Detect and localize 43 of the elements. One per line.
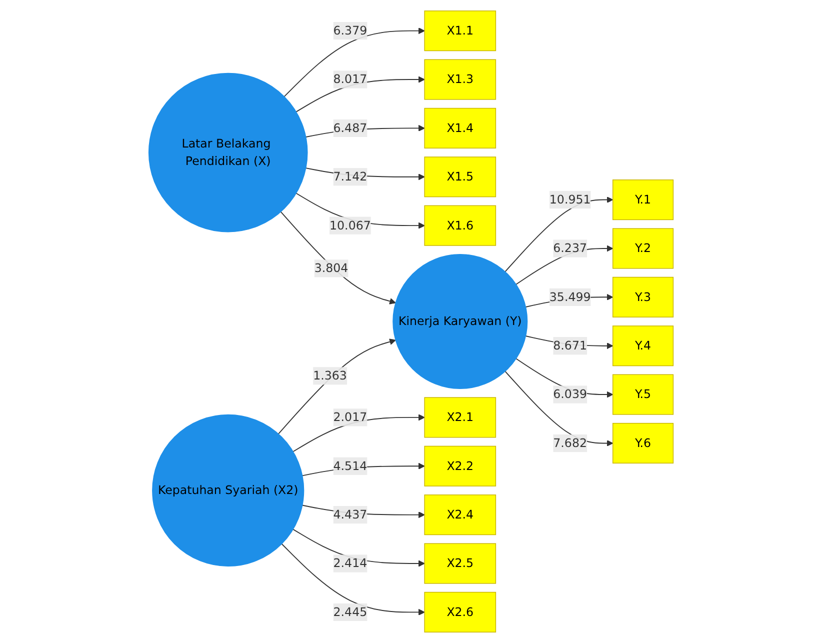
node-circle: Latar Belakang Pendidikan (X) [148,72,308,232]
node-circle: Kepatuhan Syariah (X2) [152,414,304,567]
edge-label: 6.237 [553,241,587,256]
edge-label: 6.487 [333,120,368,135]
edge-label: 6.379 [333,23,368,38]
edge-label: 7.682 [553,436,587,450]
edge-label: 35.499 [549,290,591,304]
arrow [504,370,614,446]
node-box: X1.1 [424,10,496,52]
edge-label: 10.067 [330,218,371,232]
node-box: X2.2 [424,446,496,486]
node-box: Y.5 [612,374,674,415]
arrow [281,543,425,616]
edge-label: 7.142 [333,170,368,184]
node-box: X1.6 [424,205,496,246]
edge-label: 4.437 [333,507,368,522]
edge-label: 3.804 [314,261,348,276]
edge-label: 10.951 [549,192,591,206]
arrow [280,211,396,304]
edge-label: 2.017 [333,410,368,424]
node-box: Y.3 [612,276,674,318]
node-box: X1.5 [424,156,496,198]
node-box: X1.4 [424,108,496,148]
node-box: X1.3 [424,59,496,100]
arrow [278,338,396,434]
arrow [504,196,614,272]
node-box: Y.1 [612,180,674,220]
edge-label: 8.671 [553,338,587,352]
edge-label: 4.514 [333,458,368,473]
edge-label: 2.414 [333,556,368,570]
node-circle: Kinerja Karyawan (Y) [392,254,528,390]
edge-label: 6.039 [553,387,587,402]
node-box: Y.4 [612,326,674,366]
node-box: Y.2 [612,228,674,269]
node-box: X2.4 [424,494,496,536]
edge-label: 8.017 [333,72,368,86]
node-box: Y.6 [612,422,674,464]
node-box: X2.1 [424,397,496,438]
arrow [284,28,425,98]
edge-label: 2.445 [333,604,368,619]
node-box: X2.5 [424,543,496,584]
edge-label: 1.363 [313,368,347,383]
node-box: X2.6 [424,592,496,632]
